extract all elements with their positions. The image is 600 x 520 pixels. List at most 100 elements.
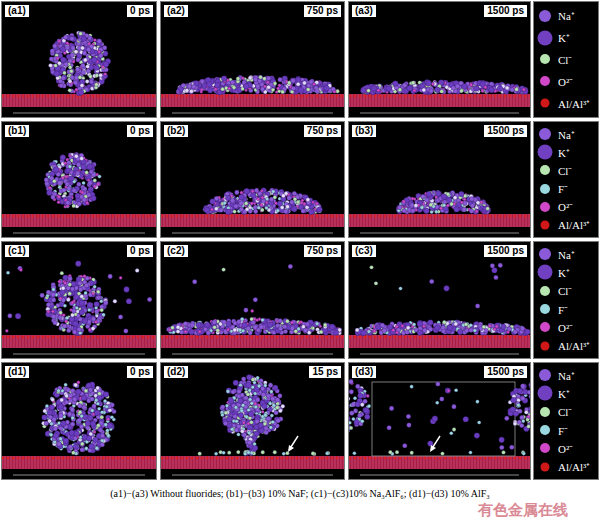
ion-sphere <box>426 80 432 86</box>
ion-sphere <box>455 84 460 89</box>
ion-sphere <box>516 88 522 94</box>
substrate-atoms <box>239 214 240 227</box>
al-atom <box>316 215 319 218</box>
ion-sphere <box>68 165 72 169</box>
substrate-atoms <box>254 214 255 227</box>
substrate-atoms <box>86 94 87 107</box>
ion-sphere <box>56 56 59 59</box>
al-atom <box>147 215 150 218</box>
al-atom <box>389 95 392 98</box>
ion-sphere <box>215 83 220 88</box>
ion-sphere <box>67 186 72 191</box>
substrate-atoms <box>182 94 183 107</box>
ion-sphere <box>61 39 67 45</box>
ion-sphere <box>57 181 62 186</box>
ion-sphere <box>284 209 290 215</box>
substrate-atoms <box>23 214 24 227</box>
substrate-atoms <box>412 94 413 107</box>
substrate-atoms <box>86 214 87 227</box>
ion-sphere <box>215 82 221 88</box>
al-atom <box>142 215 145 218</box>
substrate-atoms <box>167 214 168 227</box>
ion-sphere <box>200 79 205 84</box>
al-atom <box>211 215 214 218</box>
ion-sphere <box>69 69 73 73</box>
ion-sphere <box>62 188 67 193</box>
ion-sphere <box>283 80 288 85</box>
al-atom <box>2 215 5 218</box>
ion-sphere <box>49 63 53 67</box>
substrate-atoms <box>275 214 276 227</box>
al-atom <box>399 95 402 98</box>
ion-sphere <box>243 83 249 89</box>
ion-sphere <box>101 65 104 68</box>
substrate-atoms <box>125 214 126 227</box>
substrate-atoms <box>332 94 333 107</box>
al-atom <box>266 215 269 218</box>
ion-sphere <box>266 197 269 200</box>
substrate-atoms <box>20 94 21 107</box>
ion-sphere <box>73 80 78 85</box>
ion-sphere <box>228 87 231 90</box>
al-atom <box>256 95 259 98</box>
al-atom <box>291 215 294 218</box>
ion-sphere <box>266 76 271 81</box>
al-atom <box>117 95 120 98</box>
al-atom <box>321 215 324 218</box>
ion-sphere <box>93 179 97 183</box>
al-atom <box>404 95 407 98</box>
al-atom <box>369 95 372 98</box>
al-atom <box>301 95 304 98</box>
substrate-atoms <box>170 94 171 107</box>
substrate-atoms <box>83 94 84 107</box>
ion-sphere <box>200 88 203 91</box>
ion-sphere <box>377 89 380 92</box>
substrate-atoms <box>269 214 270 227</box>
al-atom <box>236 95 239 98</box>
substrate-atoms <box>212 214 213 227</box>
ion-sphere <box>291 78 296 83</box>
substrate-atoms <box>493 94 494 107</box>
substrate-atoms <box>329 214 330 227</box>
substrate-atoms <box>68 214 69 227</box>
substrate-atoms <box>370 94 371 107</box>
substrate-atoms <box>287 94 288 107</box>
ion-sphere <box>88 164 93 169</box>
al-atom <box>7 95 10 98</box>
ion-sphere <box>64 175 67 178</box>
substrate-atoms <box>472 94 473 107</box>
al-atom <box>321 95 324 98</box>
ion-sphere <box>413 87 418 92</box>
alumina-substrate <box>1 214 157 227</box>
substrate-atoms <box>245 94 246 107</box>
ion-sphere <box>70 37 75 42</box>
substrate-atoms <box>179 94 180 107</box>
al-atom <box>112 215 115 218</box>
al-atom <box>349 95 352 98</box>
ion-sphere <box>413 89 416 92</box>
ion-sphere <box>371 86 376 91</box>
panel-background <box>1 1 157 118</box>
substrate-atoms <box>5 94 6 107</box>
al-atom <box>117 215 120 218</box>
substrate-atoms <box>290 214 291 227</box>
ion-sphere <box>71 46 76 51</box>
al-atom <box>236 215 239 218</box>
substrate-atoms <box>224 214 225 227</box>
substrate-atoms <box>8 214 9 227</box>
al-atom <box>221 215 224 218</box>
ion-sphere <box>61 57 67 63</box>
ion-sphere <box>77 202 82 207</box>
al-atom <box>509 95 512 98</box>
ion-sphere <box>92 173 96 177</box>
ion-sphere <box>481 89 484 92</box>
substrate-atoms <box>355 94 356 107</box>
al-atom <box>384 95 387 98</box>
ion-sphere <box>66 41 69 44</box>
ion-sphere <box>413 87 419 93</box>
substrate-atoms <box>68 94 69 107</box>
ion-sphere <box>57 195 60 198</box>
substrate-atoms <box>101 94 102 107</box>
ion-sphere <box>440 90 444 94</box>
